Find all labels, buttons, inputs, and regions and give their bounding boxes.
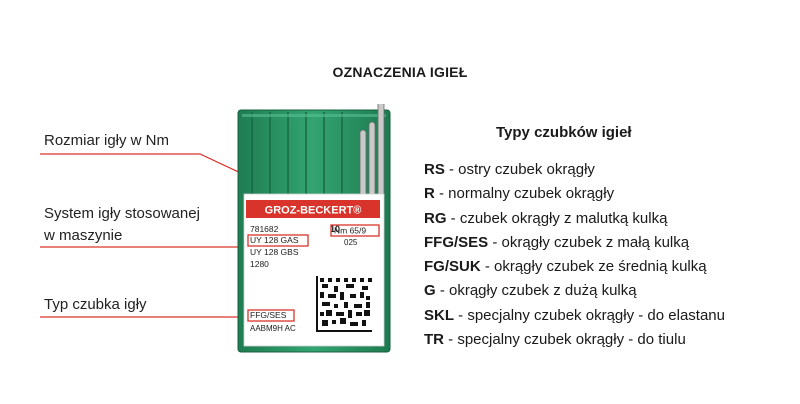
brand-banner — [246, 200, 380, 218]
point-description: - okrągły czubek ze średnią kulką — [480, 258, 707, 276]
point-code: FFG/SES — [424, 233, 489, 251]
point-code: SKL — [424, 306, 454, 324]
point-code: TR — [424, 331, 444, 349]
list-item: FG/SUK - okrągły czubek ze średnią kulką — [424, 255, 725, 279]
point-description: - normalny czubek okrągły — [434, 185, 615, 203]
point-code: RG — [424, 209, 447, 227]
list-item: SKL - specjalny czubek okrągły - do elas… — [424, 304, 725, 328]
point-code: R — [424, 185, 435, 203]
point-description: - czubek okrągły z malutką kulką — [446, 209, 668, 227]
point-types-list: RS - ostry czubek okrągły R - normalny c… — [424, 158, 725, 352]
point-description: - okrągły czubek z dużą kulką — [435, 282, 637, 300]
batch-code: AABM9H AC — [250, 324, 296, 333]
point-description: - specjalny czubek okrągły - do tiulu — [444, 331, 686, 349]
quantity: 10 — [330, 224, 340, 234]
label-needle-size: Rozmiar igły w Nm — [44, 132, 170, 149]
article-number: 781682 — [250, 224, 279, 234]
size-callout-box — [330, 224, 380, 237]
needle-system-alt: UY 128 GBS — [250, 247, 299, 257]
label-needle-system-line1: System igły stosowanej — [44, 205, 200, 222]
needle-packet: GROZ-BECKERT® 781682 10 UY 128 GAS Nm 65… — [237, 104, 391, 353]
data-matrix-code — [316, 276, 372, 332]
point-code: RS — [424, 161, 445, 178]
code-1280: 1280 — [250, 259, 269, 269]
list-item: TR - specjalny czubek okrągły - do tiulu — [424, 328, 725, 352]
code-025: 025 — [344, 238, 358, 247]
needle-size: Nm 65/9 — [334, 226, 366, 236]
list-item: RS - ostry czubek okrągły — [424, 158, 725, 182]
point-callout-box — [247, 309, 295, 322]
list-item: G - okrągły czubek z dużą kulką — [424, 279, 725, 303]
packet-ribs — [251, 112, 343, 196]
point-code: FG/SUK — [424, 258, 481, 276]
needle-system: UY 128 GAS — [250, 235, 299, 245]
label-point-type: Typ czubka igły — [44, 296, 147, 313]
page-title: OZNACZENIA IGIEŁ — [332, 64, 468, 80]
label-needle-system-line2: w maszynie — [44, 227, 123, 244]
brand-logo: GROZ-BECKERT® — [265, 205, 362, 217]
point-description: - okrągły czubek z małą kulką — [488, 233, 690, 251]
point-type-code: FFG/SES — [250, 310, 287, 320]
point-code: G — [424, 282, 436, 300]
list-item: R - normalny czubek okrągły — [424, 182, 725, 206]
point-description: - ostry czubek okrągły — [444, 161, 595, 178]
list-item: RG - czubek okrągły z malutką kulką — [424, 207, 725, 231]
point-types-title: Typy czubków igieł — [496, 124, 632, 141]
list-item: FFG/SES - okrągły czubek z małą kulką — [424, 231, 725, 255]
system-callout-box — [247, 234, 309, 247]
point-description: - specjalny czubek okrągły - do elastanu — [454, 306, 725, 324]
